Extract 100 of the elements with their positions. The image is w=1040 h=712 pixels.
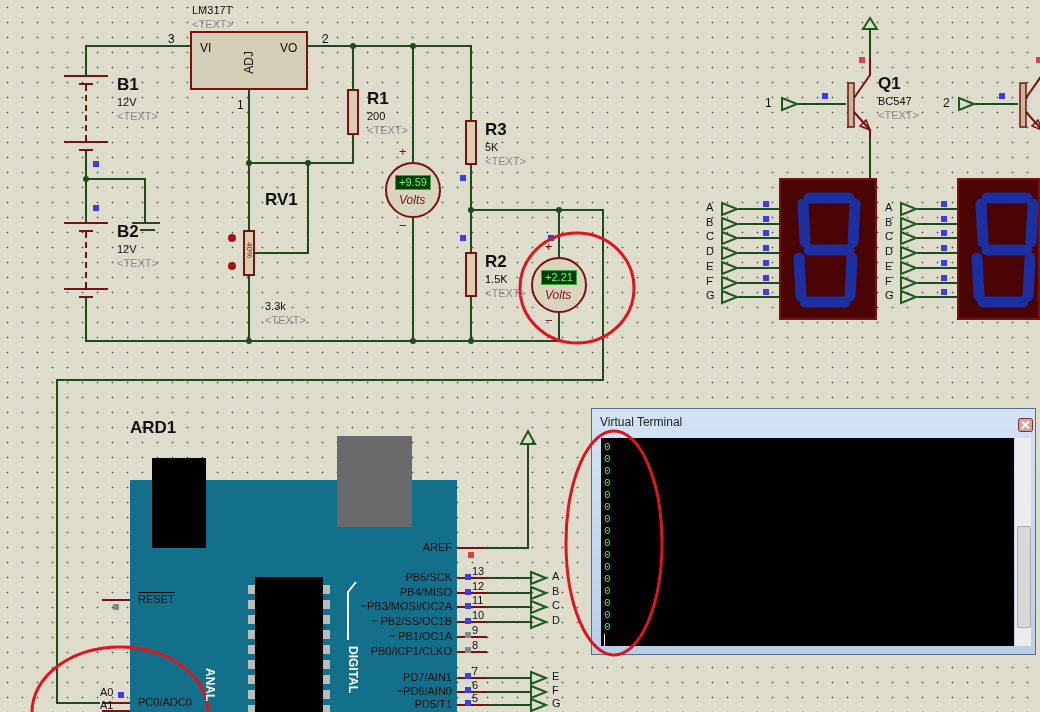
value-text: BC547: [878, 95, 912, 108]
wire: [470, 296, 560, 342]
pin-label: ~ PB2/SS/OC1B: [371, 615, 452, 628]
terminal-label: D: [885, 245, 893, 258]
wire: [916, 252, 958, 254]
wire: [307, 45, 472, 121]
pin-label: ~PB3/MOSI/OC2A: [360, 600, 452, 613]
terminal-label: E: [552, 670, 560, 683]
wire: [486, 677, 531, 679]
wire: [737, 237, 780, 239]
wire: [797, 103, 847, 105]
pin-label: PD7/AIN1: [403, 671, 452, 684]
unit-label: Volts: [545, 289, 572, 302]
terminal-output: 0 0 0 0 0 0 0 0 0 0 0 0 0 0 0 0: [604, 441, 611, 633]
terminal-label: B: [885, 216, 893, 229]
polarity-sign: −: [545, 314, 553, 327]
pin-number: 13: [472, 565, 485, 577]
wire: [737, 267, 780, 269]
terminal-label: G: [706, 289, 715, 302]
placeholder-text: <TEXT>: [117, 110, 158, 123]
wire: [486, 691, 531, 693]
terminal-label: G: [885, 289, 894, 302]
pin-label: PB4/MISO: [400, 586, 452, 599]
wire: [869, 137, 871, 179]
wire: [737, 252, 780, 254]
window-title: Virtual Terminal: [600, 416, 683, 429]
wire: [916, 237, 958, 239]
designator: R2: [485, 252, 507, 271]
pin-number: 2: [322, 32, 329, 46]
wire: [916, 296, 958, 298]
pin-number: 12: [472, 580, 485, 592]
designator: R3: [485, 120, 507, 139]
placeholder-text: <TEXT>: [192, 18, 233, 31]
wire: [486, 704, 531, 706]
wire: [916, 282, 958, 284]
terminal-label: D: [552, 614, 560, 627]
terminal-label: F: [885, 275, 892, 288]
terminal-label: E: [706, 260, 714, 273]
wire: [56, 209, 604, 704]
terminal-label: F: [552, 684, 559, 697]
placeholder-text: <TEXT>: [117, 257, 158, 270]
section-label: ANAL: [203, 668, 216, 702]
section-label: DIGITAL: [346, 646, 359, 694]
pin-number: 3: [168, 32, 175, 46]
pin-number: 5: [472, 692, 479, 704]
designator: ARD1: [130, 418, 177, 437]
placeholder-text: <TEXT>: [265, 314, 306, 327]
wire: [737, 208, 780, 210]
wire: [470, 164, 560, 258]
pin-label: ~PD6/AIN0: [396, 685, 452, 698]
terminal-label: 2: [943, 96, 950, 110]
wire: [974, 103, 1019, 105]
pin-label: PC0/ADC0: [138, 696, 192, 709]
pin-number: 10: [472, 609, 485, 621]
placeholder-text: <TEXT>: [485, 155, 526, 168]
value-text: 12V: [117, 96, 137, 109]
wire: [916, 267, 958, 269]
polarity-sign: +: [399, 145, 407, 158]
value-text: 3.3k: [265, 300, 286, 313]
polarity-sign: +: [545, 240, 553, 253]
value-text: 1.5K: [485, 273, 508, 286]
wire: [486, 606, 531, 608]
wire: [85, 45, 191, 76]
pin-label: RESET: [138, 593, 175, 606]
wire: [486, 577, 531, 579]
designator: B1: [117, 75, 139, 94]
pin-number: 6: [472, 679, 479, 691]
pin-label: AREF: [422, 541, 452, 554]
placeholder-text: <TEXT>: [878, 109, 919, 122]
terminal-label: A: [885, 201, 893, 214]
wire: [85, 149, 146, 223]
wire: [737, 223, 780, 225]
wire: [737, 282, 780, 284]
part-number: LM317T: [192, 4, 233, 17]
pin-number: 9: [472, 624, 479, 636]
wire: [486, 592, 531, 594]
terminal-label: 1: [765, 96, 772, 110]
wire: [486, 444, 529, 549]
pin-number: A0: [100, 686, 114, 699]
terminal-label: B: [552, 585, 560, 598]
terminal-window: [591, 408, 1036, 655]
pin-label: VO: [280, 41, 298, 55]
designator: B2: [117, 222, 139, 241]
terminal-label: A: [552, 570, 560, 583]
terminal-label: G: [552, 697, 561, 710]
meter-reading: +2.21: [541, 270, 577, 285]
pin-label: PD5/T1: [414, 698, 452, 711]
meter-reading: +9.59: [395, 175, 431, 190]
wire: [254, 134, 354, 254]
designator: Q1: [878, 74, 901, 93]
terminal-label: E: [885, 260, 893, 273]
wire: [916, 223, 958, 225]
terminal-label: C: [885, 230, 893, 243]
designator: RV1: [265, 190, 298, 209]
polarity-sign: −: [399, 219, 407, 232]
terminal-label: F: [706, 275, 713, 288]
wiper-position: 40%: [244, 242, 254, 258]
pin-number: 7: [472, 665, 479, 677]
pin-label: VI: [200, 41, 212, 55]
terminal-label: A: [706, 201, 714, 214]
